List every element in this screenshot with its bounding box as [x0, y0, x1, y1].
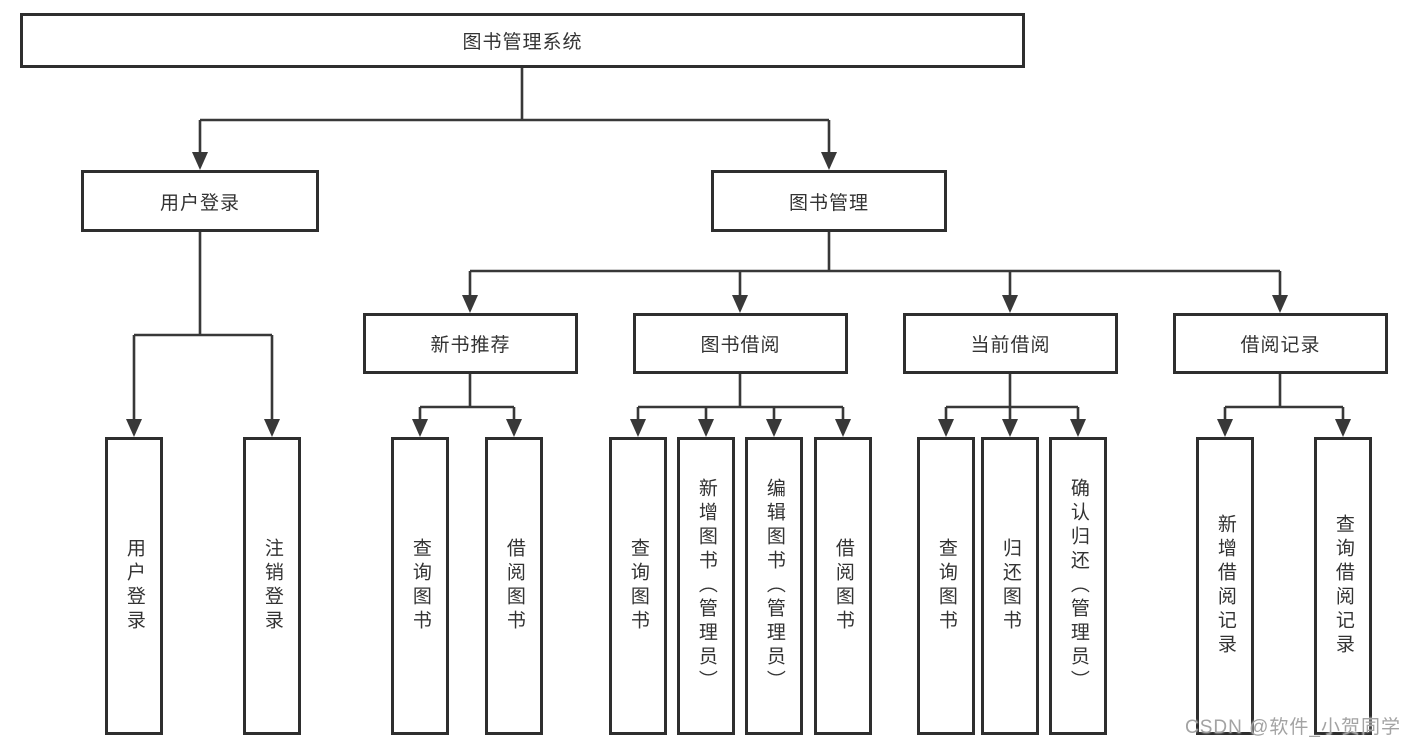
node-book-borrowing: 图书借阅 — [633, 313, 848, 374]
node-current-borrowing: 当前借阅 — [903, 313, 1118, 374]
node-borrowing-records: 借阅记录 — [1173, 313, 1388, 374]
node-query-borrow-record: 查询借阅记录 — [1314, 437, 1372, 735]
node-add-borrow-record: 新增借阅记录 — [1196, 437, 1254, 735]
node-query-books-recommend: 查询图书 — [391, 437, 449, 735]
node-book-management-system: 图书管理系统 — [20, 13, 1025, 68]
node-edit-books-admin: 编辑图书（管理员） — [745, 437, 803, 735]
node-borrow-books: 借阅图书 — [814, 437, 872, 735]
node-new-book-recommend: 新书推荐 — [363, 313, 578, 374]
node-user-login: 用户登录 — [81, 170, 319, 232]
node-logout-leaf: 注销登录 — [243, 437, 301, 735]
node-borrow-books-recommend: 借阅图书 — [485, 437, 543, 735]
node-add-books-admin: 新增图书（管理员） — [677, 437, 735, 735]
node-book-management: 图书管理 — [711, 170, 947, 232]
node-return-books: 归还图书 — [981, 437, 1039, 735]
csdn-watermark: CSDN @软件_小贺同学 — [1185, 717, 1401, 738]
node-query-books-borrowing: 查询图书 — [609, 437, 667, 735]
node-user-login-leaf: 用户登录 — [105, 437, 163, 735]
node-confirm-return-admin: 确认归还（管理员） — [1049, 437, 1107, 735]
node-query-books-current: 查询图书 — [917, 437, 975, 735]
